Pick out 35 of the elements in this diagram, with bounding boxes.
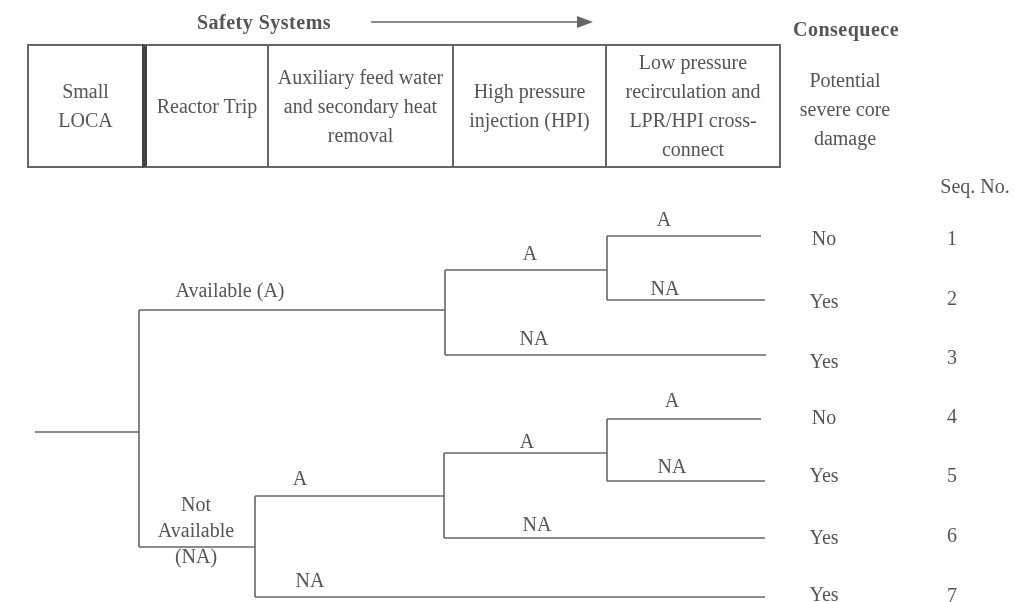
column-header-box: High pressure injection (HPI) (452, 44, 607, 168)
outcome-label: Yes (809, 289, 839, 314)
sequence-number: 7 (947, 583, 957, 602)
column-header-box: Small LOCA (27, 44, 144, 168)
outcome-label: Yes (809, 349, 839, 374)
branch-label: NA (657, 454, 687, 479)
branch-label: A (656, 207, 672, 232)
column-header-box: Reactor Trip (142, 44, 269, 168)
sequence-number: 4 (947, 404, 957, 429)
outcome-label: Yes (809, 463, 839, 488)
branch-label: A (522, 241, 538, 266)
sequence-number: Seq. No. (940, 174, 1010, 199)
sequence-number: 2 (947, 286, 957, 311)
column-header-box: Auxiliary feed water and secondary heat removal (267, 44, 454, 168)
outcome-label: Yes (809, 582, 839, 602)
consequence-heading: Potential severe core damage (798, 67, 892, 152)
column-header-box: Low pressure recirculation and LPR/HPI cross-connect (605, 44, 781, 168)
branch-label: A (664, 388, 680, 413)
sequence-number: 5 (947, 463, 957, 488)
sequence-number: 6 (947, 523, 957, 548)
branch-label: NA (522, 512, 552, 537)
outcome-label: No (811, 405, 837, 430)
branch-label: A (292, 466, 308, 491)
sequence-number: 3 (947, 345, 957, 370)
branch-label: Not Available (NA) (156, 492, 236, 569)
branch-label: NA (519, 326, 549, 351)
column-heading: Consequece (792, 17, 900, 43)
branch-label: NA (650, 276, 680, 301)
sequence-number: 1 (947, 226, 957, 251)
branch-label: Available (A) (175, 278, 285, 303)
outcome-label: Yes (809, 525, 839, 550)
outcome-label: No (811, 226, 837, 251)
column-heading: Safety Systems (196, 10, 332, 36)
branch-label: A (519, 429, 535, 454)
branch-label: NA (295, 568, 325, 593)
